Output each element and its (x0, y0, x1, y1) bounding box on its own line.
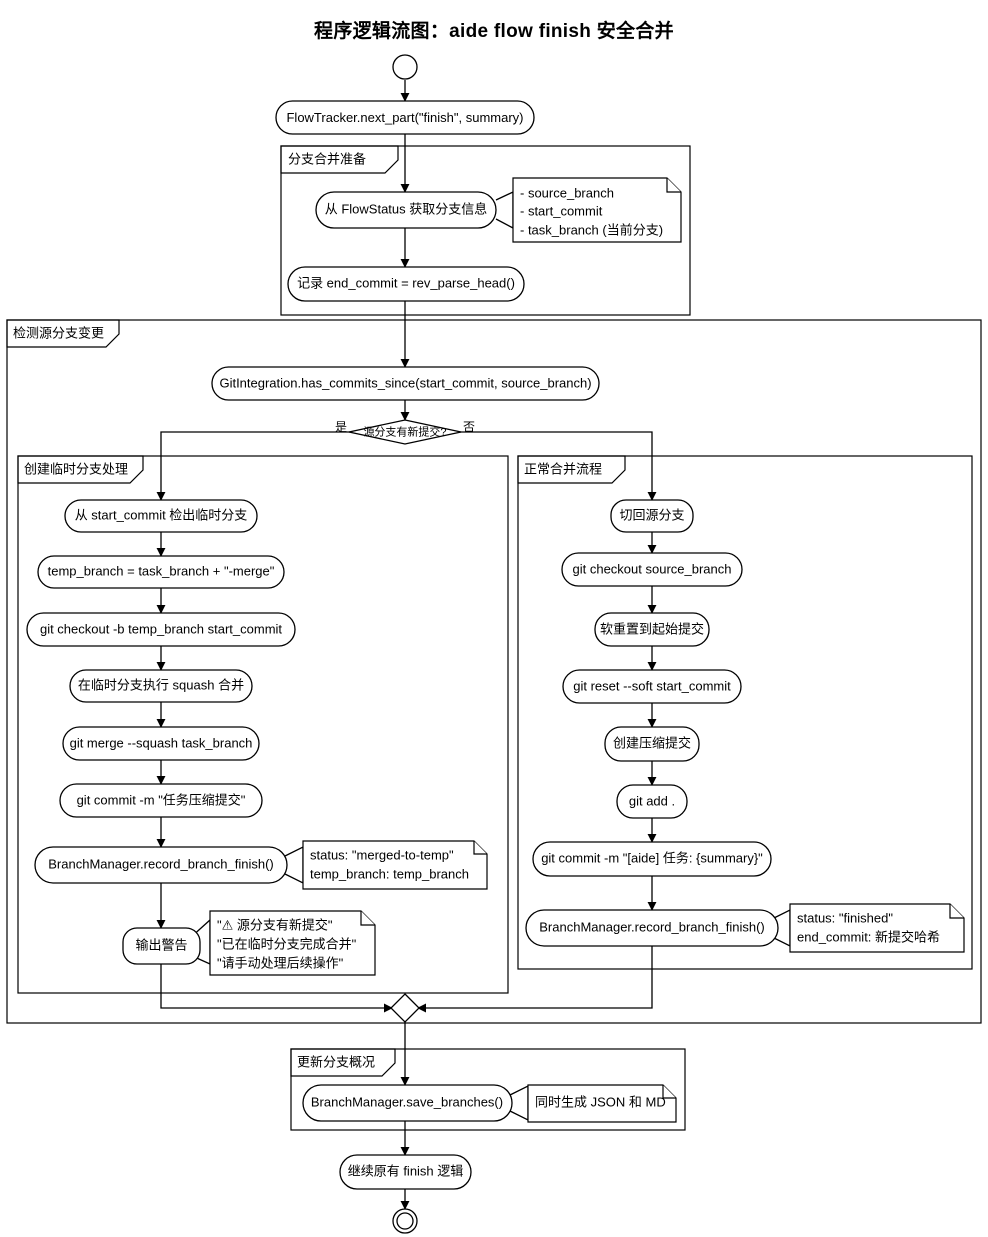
node-l6[interactable]: git commit -m "任务压缩提交" (59, 783, 263, 818)
note-connector-branchinfo (495, 190, 514, 230)
node-r6-label: git add . (629, 793, 675, 808)
edge-decision-yes (156, 431, 352, 501)
node-r1[interactable]: 切回源分支 (610, 499, 694, 533)
node-l5-label: git merge --squash task_branch (70, 735, 253, 750)
node-r3-label: 软重置到起始提交 (600, 621, 704, 636)
cluster-detect: 检测源分支变更 (6, 319, 982, 1024)
node-r2[interactable]: git checkout source_branch (561, 552, 743, 587)
cluster-prepare: 分支合并准备 (280, 145, 691, 316)
note-merged-to-temp: status: "merged-to-temp" temp_branch: te… (302, 840, 488, 890)
note-merged-to-temp-line-1: temp_branch: temp_branch (310, 866, 469, 881)
cluster-prepare-label: 分支合并准备 (288, 151, 366, 166)
note-save-line-0: 同时生成 JSON 和 MD (535, 1094, 666, 1109)
cluster-temp-branch-label: 创建临时分支处理 (24, 461, 128, 476)
node-l6-label: git commit -m "任务压缩提交" (77, 792, 246, 807)
edge-label-no: 否 (463, 420, 475, 434)
cluster-update-overview-label: 更新分支概况 (297, 1054, 375, 1069)
note-warning-line-2: "请手动处理后续操作" (217, 955, 344, 970)
node-r1-label: 切回源分支 (619, 507, 684, 522)
note-warning: "⚠ 源分支有新提交" "已在临时分支完成合并" "请手动处理后续操作" (209, 910, 376, 976)
note-finished-line-0: status: "finished" (797, 910, 893, 925)
note-merged-to-temp-line-0: status: "merged-to-temp" (310, 847, 454, 862)
cluster-temp-branch: 创建临时分支处理 (17, 455, 509, 994)
node-continue-finish[interactable]: 继续原有 finish 逻辑 (339, 1154, 472, 1190)
cluster-normal-merge: 正常合并流程 (517, 455, 973, 970)
node-record-end-commit[interactable]: 记录 end_commit = rev_parse_head() (287, 266, 525, 302)
node-flowtracker-label: FlowTracker.next_part("finish", summary) (286, 110, 523, 125)
node-r7-label: git commit -m "[aide] 任务: {summary}" (541, 850, 763, 865)
node-l8-label: 输出警告 (135, 937, 187, 952)
node-l5[interactable]: git merge --squash task_branch (62, 726, 260, 761)
cluster-update-overview: 更新分支概况 (290, 1048, 686, 1131)
node-get-branch-info[interactable]: 从 FlowStatus 获取分支信息 (315, 191, 497, 229)
note-warning-line-0: "⚠ 源分支有新提交" (217, 917, 333, 932)
node-continue-finish-label: 继续原有 finish 逻辑 (348, 1163, 464, 1178)
node-l2[interactable]: temp_branch = task_branch + "-merge" (37, 555, 285, 589)
node-save-branches[interactable]: BranchManager.save_branches() (302, 1084, 513, 1122)
node-r4-label: git reset --soft start_commit (573, 678, 731, 693)
note-save: 同时生成 JSON 和 MD (527, 1084, 677, 1123)
node-l7-label: BranchManager.record_branch_finish() (48, 856, 273, 871)
node-l7[interactable]: BranchManager.record_branch_finish() (34, 846, 288, 884)
node-r6[interactable]: git add . (616, 784, 688, 819)
node-r8[interactable]: BranchManager.record_branch_finish() (525, 909, 779, 947)
node-r7[interactable]: git commit -m "[aide] 任务: {summary}" (532, 841, 772, 877)
cluster-detect-label: 检测源分支变更 (13, 325, 104, 340)
node-decision-label: 源分支有新提交? (363, 424, 446, 438)
node-record-end-commit-label: 记录 end_commit = rev_parse_head() (297, 275, 515, 290)
edge-l8-to-merge (160, 964, 393, 1013)
node-l8[interactable]: 输出警告 (122, 927, 201, 965)
node-l4[interactable]: 在临时分支执行 squash 合并 (69, 669, 253, 703)
note-connector-save (509, 1084, 529, 1122)
note-branch-info-line-2: - task_branch (当前分支) (520, 222, 663, 237)
cluster-normal-merge-label: 正常合并流程 (524, 461, 602, 476)
node-r3[interactable]: 软重置到起始提交 (594, 612, 710, 647)
note-branch-info: - source_branch - start_commit - task_br… (512, 177, 682, 243)
node-l3-label: git checkout -b temp_branch start_commit (40, 621, 282, 636)
page-title: 程序逻辑流图：aide flow finish 安全合并 (314, 21, 674, 42)
node-l4-label: 在临时分支执行 squash 合并 (78, 677, 244, 692)
edge-decision-no (458, 431, 657, 501)
node-save-branches-label: BranchManager.save_branches() (311, 1094, 503, 1109)
note-finished: status: "finished" end_commit: 新提交哈希 (789, 903, 965, 953)
node-l1[interactable]: 从 start_commit 检出临时分支 (64, 499, 258, 533)
note-warning-line-1: "已在临时分支完成合并" (217, 936, 357, 951)
note-connector-mergedtotemp (284, 845, 304, 885)
node-r5[interactable]: 创建压缩提交 (604, 726, 700, 762)
note-finished-line-1: end_commit: 新提交哈希 (797, 929, 940, 944)
node-flowtracker[interactable]: FlowTracker.next_part("finish", summary) (275, 100, 535, 135)
node-has-commits-since[interactable]: GitIntegration.has_commits_since(start_c… (211, 366, 600, 401)
node-r8-label: BranchManager.record_branch_finish() (539, 919, 764, 934)
note-branch-info-line-0: - source_branch (520, 185, 614, 200)
node-merge-junction (390, 993, 420, 1023)
node-get-branch-info-label: 从 FlowStatus 获取分支信息 (325, 201, 488, 216)
node-r2-label: git checkout source_branch (573, 561, 732, 576)
node-l2-label: temp_branch = task_branch + "-merge" (48, 563, 275, 578)
note-branch-info-line-1: - start_commit (520, 203, 603, 218)
end-node[interactable] (392, 1208, 418, 1234)
edge-r8-to-merge (417, 946, 653, 1013)
start-node[interactable] (392, 54, 418, 80)
node-r4[interactable]: git reset --soft start_commit (562, 669, 742, 704)
node-r5-label: 创建压缩提交 (613, 735, 691, 750)
node-decision[interactable]: 源分支有新提交? (348, 419, 462, 445)
node-has-commits-since-label: GitIntegration.has_commits_since(start_c… (219, 375, 591, 390)
node-l1-label: 从 start_commit 检出临时分支 (75, 507, 248, 522)
edge-label-yes: 是 (335, 420, 347, 434)
node-l3[interactable]: git checkout -b temp_branch start_commit (26, 612, 296, 647)
